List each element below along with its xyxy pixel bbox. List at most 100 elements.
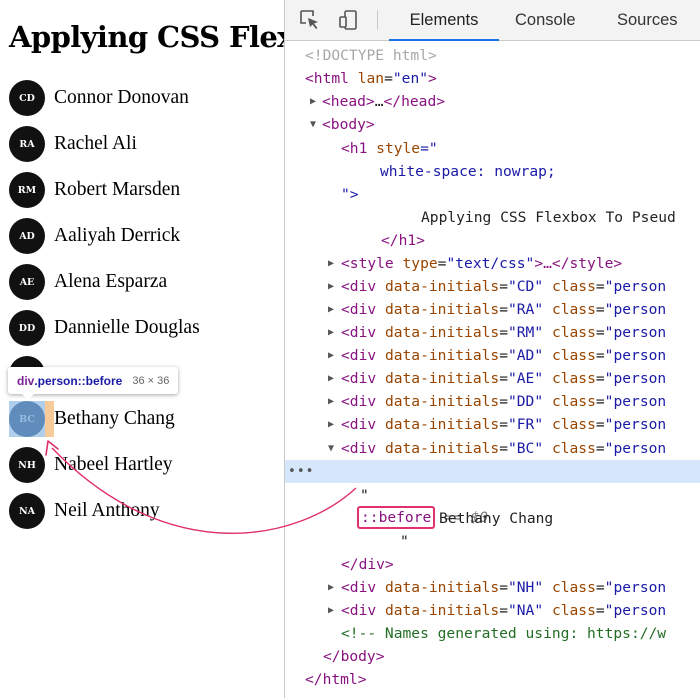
attr-value: "DD" [507,393,544,410]
tag-div: <div [341,579,377,596]
tag-div: <div [341,278,377,295]
attr-name: data-initials [384,416,500,433]
expand-triangle-icon[interactable]: ▶ [328,327,335,338]
attr-value: "RA" [507,301,544,318]
attr-value: "person [604,393,667,410]
dom-line-div[interactable]: ▶<div data-initials="CD" class="person [285,275,700,298]
dom-line[interactable]: "> [285,183,700,206]
person-item[interactable]: AE Alena Esparza [9,264,167,300]
tab-sources[interactable]: Sources [617,11,678,29]
person-item[interactable]: DD Dannielle Douglas [9,310,200,346]
dom-line-div[interactable]: ▶<div data-initials="RM" class="person [285,321,700,344]
expand-triangle-icon[interactable]: ▶ [328,258,335,269]
attr-value: "RM" [507,324,544,341]
attr-name: class [551,416,596,433]
dom-line[interactable]: </h1> [285,229,700,252]
person-name: Neil Anthony [54,500,160,521]
tooltip-arrow [22,394,34,400]
tag-div: <div [341,347,377,364]
dom-line[interactable]: " [285,484,700,507]
tag-div: <div [341,393,377,410]
pseudo-element-before[interactable]: ::before [357,506,436,529]
dom-line-div[interactable]: ▶<div data-initials="FR" class="person [285,413,700,436]
tag-head: <head> [322,93,375,110]
device-toolbar-icon[interactable] [337,8,361,32]
dom-line[interactable]: Applying CSS Flexbox To Pseud [285,206,700,229]
attr-name: class [551,324,596,341]
expand-triangle-icon[interactable]: ▶ [310,96,317,107]
text-quote: " [400,533,409,550]
expand-triangle-icon[interactable]: ▶ [328,304,335,315]
attr-value: "BC" [507,440,544,457]
attr-name: data-initials [384,370,500,387]
expand-triangle-icon[interactable]: ▶ [328,373,335,384]
attr-value: "en" [392,70,429,87]
tag-h1-close: </h1> [381,232,425,249]
text-node: Bethany Chang [439,510,554,527]
attr-name: class [551,370,596,387]
text-node: Applying CSS Flexbox To Pseud [421,209,676,226]
attr-value-open: =" [420,140,438,157]
dom-line[interactable]: <!-- Names generated using: https://w [285,622,700,645]
more-options-icon[interactable]: ••• [288,464,315,479]
dom-line[interactable]: <h1 style=" [285,137,700,160]
dom-line[interactable]: <!DOCTYPE html> [285,44,700,67]
person-item[interactable]: AD Aaliyah Derrick [9,218,180,254]
person-item[interactable]: NH Nabeel Hartley [9,447,173,483]
attr-name: class [551,602,596,619]
dom-line[interactable]: white-space: nowrap; [285,160,700,183]
dom-line[interactable]: </html> [285,668,700,691]
attr-value: "person [604,440,667,457]
attr-name: class [551,579,596,596]
inspect-element-icon[interactable] [298,8,322,32]
expand-triangle-icon[interactable]: ▶ [328,281,335,292]
dom-line[interactable]: " [285,530,700,553]
collapsed-ellipsis: … [374,93,384,110]
attr-value: "NA" [507,602,544,619]
dom-line[interactable]: <html lan="en"> [305,70,437,87]
dom-line-div[interactable]: ▶<div data-initials="NA" class="person [285,599,700,622]
attr-name: class [551,393,596,410]
dom-line[interactable]: Bethany Chang [285,507,700,530]
expand-triangle-icon[interactable]: ▶ [328,419,335,430]
expand-triangle-icon[interactable]: ▶ [328,582,335,593]
toolbar-separator [377,10,378,30]
dom-line-div[interactable]: ▼<div data-initials="BC" class="person [285,437,700,460]
collapse-triangle-icon[interactable]: ▼ [310,119,317,130]
dom-line[interactable]: </body> [285,645,700,668]
attr-name: data-initials [384,301,500,318]
tab-elements[interactable]: Elements [389,0,499,41]
expand-triangle-icon[interactable]: ▶ [328,605,335,616]
attr-name: lan [357,70,385,87]
attr-name: class [551,347,596,364]
person-item[interactable]: CD Connor Donovan [9,80,189,116]
expand-triangle-icon[interactable]: ▶ [328,396,335,407]
initials-avatar: NH [9,447,45,483]
dom-line[interactable]: ▶<style type="text/css">…</style> [285,252,700,275]
dom-line[interactable]: ▼ <body> [285,113,700,136]
person-item[interactable]: RA Rachel Ali [9,126,137,162]
attr-name: class [551,301,596,318]
dom-line-div[interactable]: ▶<div data-initials="RA" class="person [285,298,700,321]
collapse-triangle-icon[interactable]: ▼ [328,443,335,454]
dom-line-div[interactable]: ▶<div data-initials="AE" class="person [285,367,700,390]
dom-tree: <!DOCTYPE html> <html lan="en"> ▶ <head>…… [285,41,700,698]
initials-avatar: RM [9,172,45,208]
dom-line-div[interactable]: ▶<div data-initials="DD" class="person [285,390,700,413]
dom-line[interactable]: ▶<head>…</head> [285,90,700,113]
attr-value-close: "> [341,186,359,203]
text-quote: " [360,487,369,504]
person-item[interactable]: RM Robert Marsden [9,172,180,208]
person-item[interactable]: NA Neil Anthony [9,493,160,529]
expand-triangle-icon[interactable]: ▶ [328,350,335,361]
page-title: Applying CSS Flexbox To Pseudo-Elements [9,20,284,54]
dom-line[interactable]: </div> [285,553,700,576]
person-name: Connor Donovan [54,87,189,108]
dom-line-div[interactable]: ▶<div data-initials="AD" class="person [285,344,700,367]
margin-highlight-overlay [45,401,54,437]
tag-div: <div [341,324,377,341]
tag-body: <body> [322,116,375,133]
dom-line-div[interactable]: ▶<div data-initials="NH" class="person [285,576,700,599]
dom-line-selected-pseudo[interactable]: ••• ::before == $0 [285,460,700,529]
tab-console[interactable]: Console [515,11,576,29]
